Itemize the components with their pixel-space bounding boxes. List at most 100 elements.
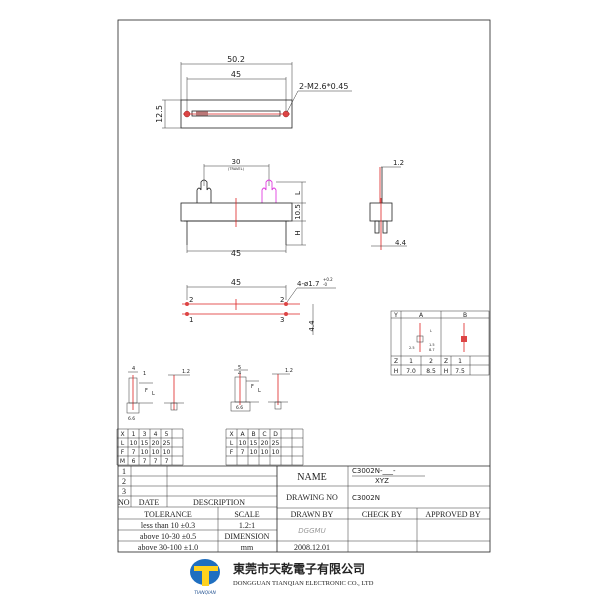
- table-cell: Z: [444, 358, 448, 365]
- table-cell: 5: [165, 431, 169, 438]
- drawn-by-label: DRAWN BY: [291, 510, 334, 519]
- rev-number: 1: [122, 467, 126, 476]
- table-cell: Z: [394, 358, 398, 365]
- dim-label: 1.5: [429, 343, 435, 347]
- scale-value: 1.2:1: [239, 521, 255, 530]
- pin-label: 1: [189, 316, 193, 324]
- pcb-hole-view: 45 2 1 2 3 4-ø1.7 +0.2 -0 4.4: [182, 277, 336, 335]
- dim-pin-spacing: 4.4: [395, 239, 407, 247]
- table-cell: 10: [250, 449, 258, 456]
- dimension-value: mm: [241, 543, 254, 552]
- dim-height: 12.5: [155, 105, 164, 123]
- table-cell: 10: [272, 449, 280, 456]
- table-cell: 10: [163, 449, 171, 456]
- dim-label: 4: [132, 366, 135, 372]
- table-cell: H: [444, 368, 449, 375]
- dim-label: F: [251, 384, 254, 390]
- table-cell: 25: [163, 440, 171, 447]
- table-cell: 15: [141, 440, 149, 447]
- tolerance-row: above 30-100 ±1.0: [138, 543, 198, 552]
- drawn-date: 2008.12.01: [294, 543, 330, 552]
- table-cell: B: [251, 431, 255, 438]
- tolerance-minus: -0: [323, 282, 327, 287]
- side-view: 1.2 4.4: [369, 159, 407, 250]
- dimension-label: DIMENSION: [225, 532, 270, 541]
- name-value: C3002N-___-: [352, 467, 396, 475]
- description-label: DESCRIPTION: [193, 498, 245, 507]
- table-cell: 3: [143, 431, 147, 438]
- name-label: NAME: [297, 472, 326, 483]
- company-name-cn: 東莞市天乾電子有限公司: [233, 561, 365, 576]
- dim-body-width: 45: [231, 249, 241, 258]
- dim-label: 2.5: [409, 346, 415, 350]
- tolerance-row: less than 10 ±0.3: [141, 521, 195, 530]
- dim-hole-spacing: 45: [231, 70, 241, 79]
- dim-label: 5: [238, 365, 241, 371]
- pin-label: 3: [280, 316, 284, 324]
- table-header: B: [463, 312, 467, 319]
- top-view: 50.2 45 12.5 2-M2.6*0.45: [155, 55, 352, 129]
- dim-body-height: 10.5: [294, 204, 302, 220]
- pin-label: 2: [189, 296, 193, 304]
- title-block: 1 2 3 NO DATE DESCRIPTION TOLERANCE less…: [118, 465, 490, 552]
- scale-label: SCALE: [234, 510, 259, 519]
- dim-overall-width: 50.2: [227, 55, 245, 64]
- table-cell: F: [230, 449, 234, 456]
- table-cell: M: [120, 458, 125, 465]
- table-cell: 10: [130, 440, 138, 447]
- no-label: NO: [118, 498, 130, 507]
- date-label: DATE: [139, 498, 160, 507]
- company-name-en: DONGGUAN TIANQIAN ELECTRONIC CO., LTD: [233, 580, 374, 587]
- table-cell: 20: [261, 440, 269, 447]
- table-cell: 4: [154, 431, 158, 438]
- table-cell: 2: [429, 358, 433, 365]
- dim-label: 8.7: [429, 348, 435, 352]
- dim-lever: L: [294, 191, 302, 195]
- hole-note: 4-ø1.7: [297, 280, 319, 288]
- table-cell: 1: [458, 358, 462, 365]
- table-cell: A: [240, 431, 245, 438]
- dim-label: 1.2: [285, 368, 293, 374]
- table-cell: 7: [154, 458, 158, 465]
- table-cell: 7.0: [406, 368, 416, 375]
- table-cell: 15: [250, 440, 258, 447]
- dim-pin-spacing-pcb: 4.4: [308, 320, 316, 332]
- table-cell: 7: [165, 458, 169, 465]
- dim-label: 4: [238, 371, 241, 377]
- logo-text: TIANQIAN: [194, 590, 216, 596]
- dim-label: F: [145, 388, 148, 394]
- drawing-frame: [117, 19, 491, 553]
- rev-number: 3: [122, 487, 126, 496]
- table-header: Y: [393, 312, 398, 319]
- dim-label: 1.2: [182, 369, 190, 375]
- approved-by-label: APPROVED BY: [425, 510, 481, 519]
- company-logo: TIANQIAN: [190, 559, 220, 596]
- travel-note: (TRAVEL): [228, 167, 245, 171]
- check-by-label: CHECK BY: [362, 510, 402, 519]
- front-view: 30 (TRAVEL) 45 L 10.5 H: [180, 158, 306, 258]
- thread-note: 2-M2.6*0.45: [299, 82, 348, 91]
- drawing-no-value: C3002N: [352, 494, 380, 502]
- dim-label: L: [430, 329, 432, 333]
- table-cell: 1: [132, 431, 136, 438]
- table-cell: D: [273, 431, 278, 438]
- table-cell: X: [229, 431, 233, 438]
- dim-label: 6.6: [128, 416, 135, 422]
- tolerance-label: TOLERANCE: [144, 510, 192, 519]
- dim-label: L: [152, 391, 155, 397]
- drawn-by-signature: DGGMU: [298, 527, 325, 535]
- dim-lever-width: 1.2: [393, 159, 404, 167]
- table-header: A: [419, 312, 424, 319]
- y-variant-table: Y A B L 1.5 8.7 2.5 Z 1 2 Z 1 H 7.0 8.5 …: [390, 310, 490, 376]
- lever-detail-right: 5 4 F L 6.6 1.2: [230, 365, 293, 412]
- table-cell: F: [121, 449, 125, 456]
- table-cell: 7: [132, 449, 136, 456]
- table-cell: L: [121, 440, 125, 447]
- table-cell: X: [120, 431, 124, 438]
- lever-detail-left: 4 1 F L 6.6 1.2: [126, 366, 190, 422]
- drawing-no-label: DRAWING NO: [286, 493, 338, 502]
- table-cell: 7.5: [455, 368, 465, 375]
- table-cell: 25: [272, 440, 280, 447]
